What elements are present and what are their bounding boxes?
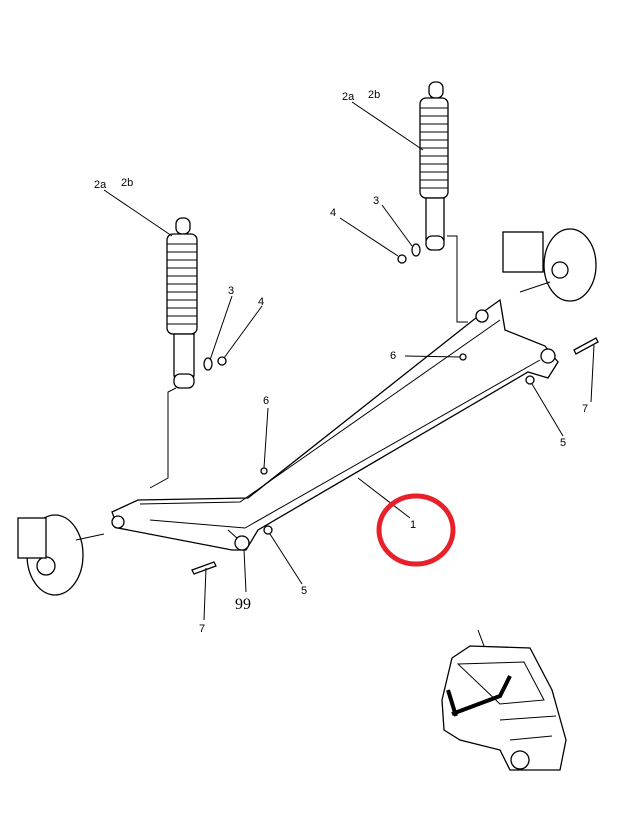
vehicle-locator-thumbnail	[441, 629, 567, 771]
left-hub-assembly[interactable]	[17, 514, 105, 596]
callout-7-left: 7	[199, 623, 205, 635]
callout-6-left: 6	[263, 395, 269, 407]
callout-2a-left: 2a	[94, 179, 107, 191]
callout-2b-right: 2b	[368, 89, 380, 101]
callout-4-right: 4	[330, 207, 336, 219]
callout-3-right: 3	[373, 195, 379, 207]
callout-3-left: 3	[228, 285, 234, 297]
leader-lines	[103, 101, 595, 621]
right-shock-absorber[interactable]	[419, 81, 449, 251]
axle-beam[interactable]	[111, 298, 559, 551]
callout-5-left: 5	[301, 585, 307, 597]
callout-99: 99	[235, 596, 251, 613]
callout-6-right: 6	[390, 350, 396, 362]
callout-1-beam: 1	[410, 519, 416, 531]
callout-2b-left: 2b	[121, 177, 133, 189]
left-shock-absorber[interactable]	[166, 217, 198, 389]
callout-4-left: 4	[258, 296, 264, 308]
left-shock-mount-line	[149, 387, 177, 489]
callout-7-right: 7	[582, 403, 588, 415]
callout-2a-right: 2a	[342, 91, 355, 103]
right-shock-mount-line	[447, 235, 468, 323]
hardware	[191, 243, 599, 575]
highlight-circle	[376, 493, 456, 567]
callout-5-right: 5	[560, 437, 566, 449]
right-hub-assembly[interactable]	[502, 228, 597, 302]
